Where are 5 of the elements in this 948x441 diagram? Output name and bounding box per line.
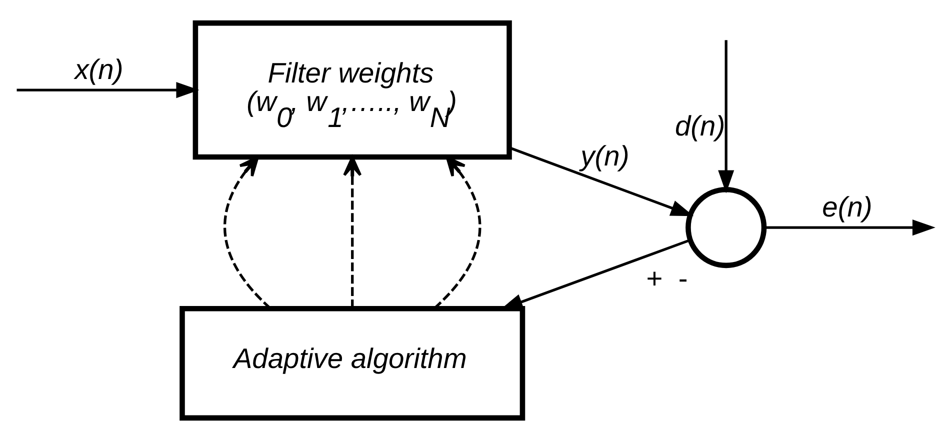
node-label: + - xyxy=(646,262,688,294)
edge-label: e(n) xyxy=(822,190,872,223)
edge-label: y(n) xyxy=(580,139,630,172)
edge-label: d(n) xyxy=(674,110,726,142)
edge-label: x(n) xyxy=(74,53,124,86)
